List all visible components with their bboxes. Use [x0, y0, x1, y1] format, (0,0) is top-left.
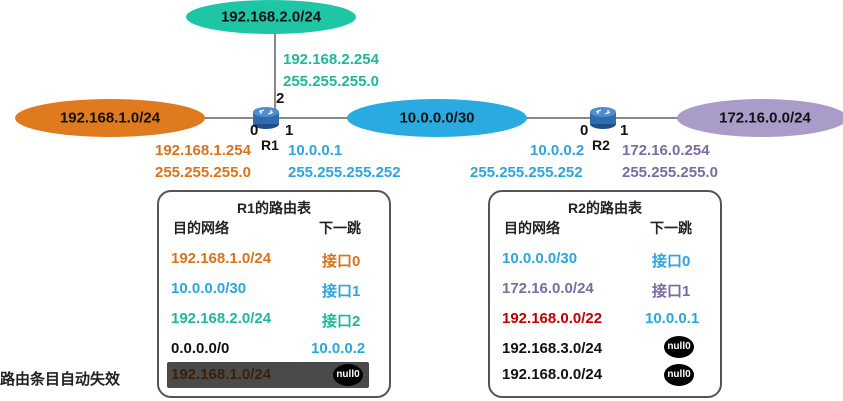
- r1-col-hop: 下一跳: [319, 220, 361, 236]
- table-row: 192.168.3.0/24 null0: [490, 334, 720, 364]
- r2-col-hop: 下一跳: [650, 220, 692, 236]
- table-row: 172.16.0.0/24 接口1: [490, 274, 720, 304]
- table-row: 10.0.0.0/30 接口0: [490, 244, 720, 274]
- r1-row3-hop: 接口2: [322, 313, 361, 330]
- r2-col-dest: 目的网络: [504, 220, 560, 236]
- r1-col-dest: 目的网络: [173, 220, 229, 236]
- r2-row3-hop: 10.0.0.1: [645, 310, 700, 327]
- r1-row2-hop: 接口1: [322, 283, 361, 300]
- invalid-route-caption: 路由条目自动失效: [0, 371, 121, 388]
- r2-row4-dest: 192.168.3.0/24: [502, 340, 603, 357]
- router-r1-port2: 2: [276, 90, 285, 107]
- router-r2-name: R2: [592, 137, 610, 153]
- router-r1-port1: 1: [285, 122, 294, 139]
- r1-if1-mask: 255.255.255.252: [288, 164, 401, 181]
- r1-table-title: R1的路由表: [237, 200, 311, 216]
- router-r2-port0: 0: [580, 122, 589, 139]
- router-r2-icon: [590, 107, 616, 129]
- r1-row1-hop: 接口0: [322, 253, 361, 270]
- table-row: 192.168.0.0/24 null0: [490, 362, 720, 392]
- table-row: 192.168.2.0/24 接口2: [159, 304, 389, 334]
- r1-if0-mask: 255.255.255.0: [155, 164, 251, 181]
- r2-row2-dest: 172.16.0.0/24: [502, 280, 594, 297]
- network-top-label: 192.168.2.0/24: [220, 8, 322, 26]
- r2-table-title: R2的路由表: [568, 200, 642, 216]
- router-r1-port0: 0: [250, 122, 259, 139]
- r2-if0-mask: 255.255.255.252: [470, 164, 583, 181]
- r1-row5-null-badge: null0: [333, 364, 363, 386]
- network-left-ellipse: [15, 99, 205, 137]
- table-row: 192.168.1.0/24 接口0: [159, 244, 389, 274]
- r1-if2-ip: 192.168.2.254: [283, 51, 379, 68]
- r2-routing-table: R2的路由表 目的网络 下一跳 10.0.0.0/30 接口0 172.16.0…: [488, 190, 722, 398]
- network-middle-ellipse: [347, 99, 527, 137]
- r2-row2-hop: 接口1: [652, 283, 691, 300]
- table-row: 192.168.0.0/22 10.0.0.1: [490, 304, 720, 334]
- r2-if1-mask: 255.255.255.0: [622, 164, 718, 181]
- network-middle-label: 10.0.0.0/30: [399, 109, 475, 127]
- table-row: 0.0.0.0/0 10.0.0.2: [159, 334, 389, 364]
- network-right-ellipse: [677, 99, 843, 137]
- r1-if1-ip: 10.0.0.1: [288, 142, 343, 159]
- r2-row4-null-badge: null0: [664, 336, 694, 358]
- r1-routing-table: R1的路由表 目的网络 下一跳 192.168.1.0/24 接口0 10.0.…: [157, 190, 391, 398]
- r1-row3-dest: 192.168.2.0/24: [171, 310, 272, 327]
- network-right-label: 172.16.0.0/24: [719, 109, 811, 127]
- table-row: 192.168.1.0/24 null0: [159, 362, 389, 392]
- r1-row4-hop: 10.0.0.2: [311, 340, 366, 357]
- table-row: 10.0.0.0/30 接口1: [159, 274, 389, 304]
- network-left-label: 192.168.1.0/24: [59, 109, 161, 127]
- router-r1-name: R1: [261, 137, 279, 153]
- r2-row1-hop: 接口0: [652, 253, 691, 270]
- r2-row5-null-badge: null0: [664, 364, 694, 386]
- r2-row3-dest: 192.168.0.0/22: [502, 310, 603, 327]
- r2-row5-dest: 192.168.0.0/24: [502, 366, 603, 383]
- r1-if0-ip: 192.168.1.254: [155, 142, 251, 159]
- r1-row2-dest: 10.0.0.0/30: [171, 280, 247, 297]
- r1-row5-dest: 192.168.1.0/24: [171, 366, 272, 383]
- r2-if1-ip: 172.16.0.254: [622, 142, 710, 159]
- r2-if0-ip: 10.0.0.2: [530, 142, 585, 159]
- r2-row1-dest: 10.0.0.0/30: [502, 250, 578, 267]
- r1-row4-dest: 0.0.0.0/0: [171, 340, 230, 357]
- router-r1-icon: [253, 107, 279, 129]
- r1-row1-dest: 192.168.1.0/24: [171, 250, 272, 267]
- network-top-ellipse: [186, 0, 356, 34]
- router-r2-port1: 1: [620, 122, 629, 139]
- r1-if2-mask: 255.255.255.0: [283, 73, 379, 90]
